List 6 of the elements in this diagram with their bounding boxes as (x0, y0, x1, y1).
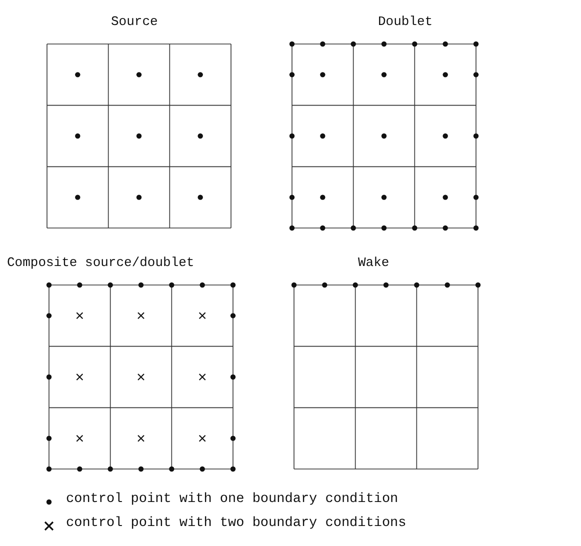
legend-text: control point with one boundary condition (66, 492, 398, 507)
panel-heading: Wake (358, 255, 390, 270)
panel-heading: Doublet (378, 14, 433, 29)
panel-heading: Source (111, 14, 158, 29)
legend-text: control point with two boundary conditions (66, 516, 406, 531)
panel-heading: Composite source/doublet (7, 255, 194, 270)
